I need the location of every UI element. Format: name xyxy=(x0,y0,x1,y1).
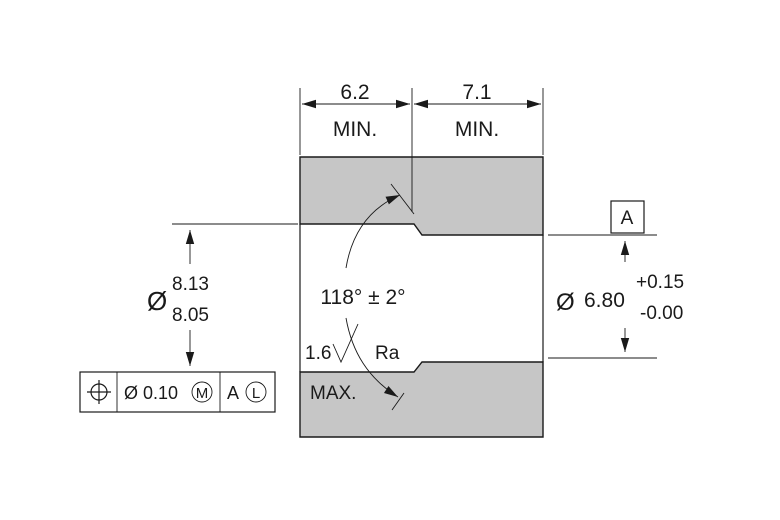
surface-finish-param: Ra xyxy=(375,343,400,364)
fcf-datum-modifier: L xyxy=(252,385,260,402)
od-text-mask xyxy=(148,264,226,330)
upper-wall xyxy=(299,156,544,236)
datum-feature-a: A xyxy=(610,200,645,234)
angle-arc-upper xyxy=(345,194,401,269)
position-icon xyxy=(87,380,111,404)
bore-text-mask xyxy=(556,262,704,328)
datum-label: A xyxy=(621,208,634,229)
fcf-datum: A xyxy=(227,383,239,403)
right-length-note: MIN. xyxy=(455,118,499,141)
od-diameter-symbol: Ø xyxy=(147,286,167,316)
datum-box xyxy=(610,200,645,234)
surface-finish-check-icon xyxy=(332,323,359,364)
part-section xyxy=(299,156,544,438)
left-length-note: MIN. xyxy=(333,118,377,141)
mmc-modifier-circle xyxy=(191,381,213,403)
left-length-value: 6.2 xyxy=(340,81,369,104)
right-length-value: 7.1 xyxy=(462,81,491,104)
angle-tick-lower xyxy=(391,392,405,411)
angle-arc-lower xyxy=(345,317,399,398)
surface-finish-note: MAX. xyxy=(310,383,356,404)
bore-minus-tolerance: -0.00 xyxy=(640,303,683,324)
fcf-border xyxy=(79,371,276,413)
chamfer-angle-value: 118° ± 2° xyxy=(320,286,405,309)
od-lower-limit: 8.05 xyxy=(172,305,209,326)
bore-diameter-symbol: Ø xyxy=(556,289,575,316)
od-upper-limit: 8.13 xyxy=(172,274,209,295)
outer-diameter-dimension: Ø 8.13 8.05 xyxy=(147,223,298,366)
surface-finish-symbol: 1.6 Ra MAX. xyxy=(305,323,400,404)
angle-tick-upper xyxy=(390,183,415,215)
surface-finish-value: 1.6 xyxy=(305,343,331,364)
feature-control-frame: Ø 0.10 M A L xyxy=(79,371,276,413)
lmc-modifier-circle xyxy=(245,381,267,403)
fcf-material-modifier: M xyxy=(196,385,209,402)
bore-diameter-value: 6.80 xyxy=(584,289,625,312)
bore-diameter-dimension: Ø 6.80 +0.15 -0.00 xyxy=(548,234,704,359)
chamfer-angle-dimension: 118° ± 2° xyxy=(320,183,415,411)
bore-plus-tolerance: +0.15 xyxy=(636,272,684,293)
fcf-tolerance: Ø 0.10 xyxy=(124,383,178,403)
top-dimensions: 6.2 MIN. 7.1 MIN. xyxy=(299,81,544,212)
